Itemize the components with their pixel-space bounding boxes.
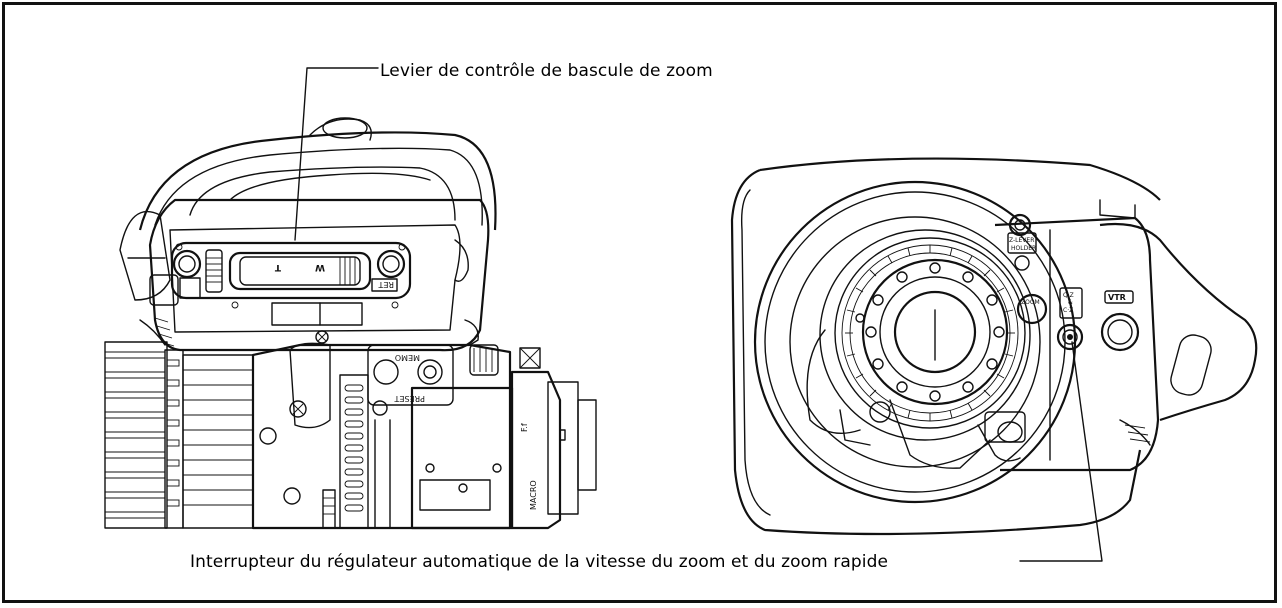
vtr-button[interactable] [1100,312,1140,352]
zoom-knob-label: ZOOM [1021,299,1040,306]
z-lever-label: Z-LEVER [1009,237,1034,244]
cz-label: C·Z [1063,307,1073,314]
macro-label: MACRO [529,480,538,510]
rocker-w-label: W [315,262,325,272]
callout-top-leader [294,67,379,241]
rocker-panel [170,241,412,300]
barrel-ribs [104,341,254,529]
ret-label: RET [378,280,394,289]
memo-label: MEMO [395,353,420,362]
auto-zoom-switch-callout: Interrupteur du régulateur automatique d… [190,552,889,572]
ff-label: F.f [520,423,529,432]
holder-label: HOLDER [1011,245,1036,252]
qz-label: Q·Z [1063,292,1074,299]
side-view-lens: MACRO F.f MEMO PRESET [104,67,597,530]
vtr-label: VTR [1108,293,1126,302]
zoom-lever-callout: Levier de contrôle de bascule de zoom [380,61,713,81]
amp-label: & [1068,299,1073,306]
front-view-lens: Z-LEVER HOLDER ZOOM Q·Z & C·Z VTR [730,157,1258,562]
auto-zoom-speed-switch[interactable] [1056,323,1084,351]
rocker-t-label: T [274,262,281,272]
preset-label: PRESET [394,394,425,403]
zoom-seesaw-lever[interactable]: T W [205,249,372,293]
callout-bottom-leader [1019,341,1103,562]
